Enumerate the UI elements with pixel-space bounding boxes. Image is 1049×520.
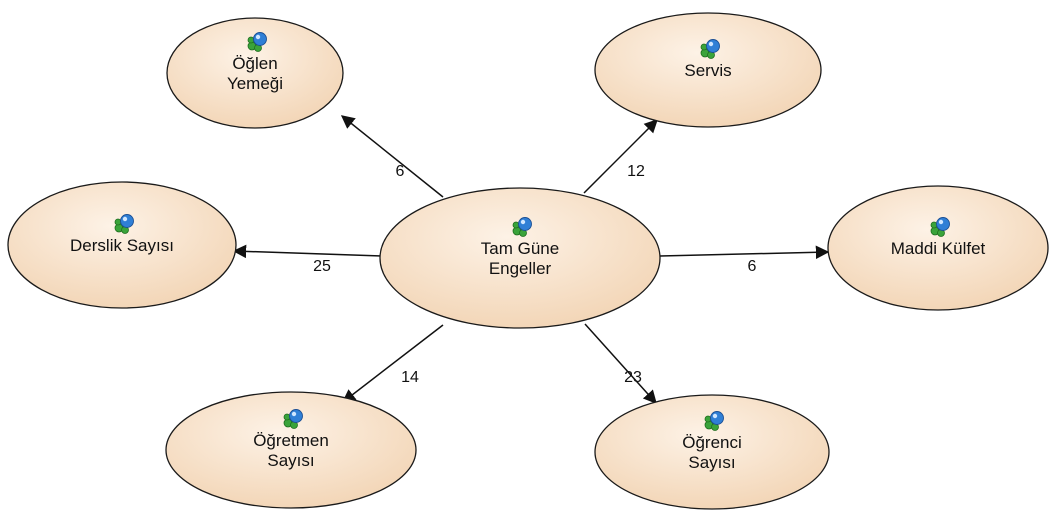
node-label: Servis xyxy=(684,61,731,80)
node-label: Öğretmen xyxy=(253,431,329,450)
node-label: Engeller xyxy=(489,259,552,278)
node-label: Derslik Sayısı xyxy=(70,236,174,255)
concept-icon xyxy=(283,409,303,429)
node-label: Sayısı xyxy=(688,453,735,472)
node-ellipse[interactable] xyxy=(379,187,661,329)
edge-arrow-maddi[interactable] xyxy=(659,245,830,260)
node-label: Öğrenci xyxy=(682,433,742,452)
edge-arrow-ogretmen[interactable] xyxy=(341,324,444,403)
edge-arrow-oglen[interactable] xyxy=(340,115,444,198)
concept-icon xyxy=(700,39,720,59)
concept-icon xyxy=(512,217,532,237)
node-maddi[interactable]: Maddi Külfet xyxy=(827,185,1049,311)
edge-weight-label: 12 xyxy=(627,163,645,180)
edge-weight-label: 14 xyxy=(401,369,419,386)
node-label: Yemeği xyxy=(227,74,283,93)
edge-ogrenci[interactable]: 23 xyxy=(584,323,657,405)
concept-icon xyxy=(114,214,134,234)
node-ellipse[interactable] xyxy=(166,17,344,129)
node-label: Tam Güne xyxy=(481,239,559,258)
node-ellipse[interactable] xyxy=(594,394,830,510)
concept-icon xyxy=(247,32,267,52)
node-servis[interactable]: Servis xyxy=(594,12,822,128)
node-ellipse[interactable] xyxy=(165,391,417,509)
edge-oglen[interactable]: 6 xyxy=(340,115,444,198)
edge-weight-label: 6 xyxy=(748,258,757,275)
node-label: Maddi Külfet xyxy=(891,239,986,258)
edge-arrow-ogrenci[interactable] xyxy=(584,323,657,405)
node-label: Sayısı xyxy=(267,451,314,470)
node-ellipse[interactable] xyxy=(594,12,822,128)
edge-weight-label: 23 xyxy=(624,369,642,386)
edges-layer: 6 12 25 6 14 23 xyxy=(232,115,830,405)
edge-arrow-servis[interactable] xyxy=(583,119,658,194)
edge-weight-label: 6 xyxy=(396,163,405,180)
edge-servis[interactable]: 12 xyxy=(583,119,658,194)
concept-icon xyxy=(704,411,724,431)
edge-maddi[interactable]: 6 xyxy=(659,245,830,275)
node-ellipse[interactable] xyxy=(7,181,237,309)
node-label: Öğlen xyxy=(232,54,277,73)
edge-arrow-derslik[interactable] xyxy=(232,244,383,259)
edge-ogretmen[interactable]: 14 xyxy=(341,324,444,403)
edge-weight-label: 25 xyxy=(313,258,331,275)
concept-icon xyxy=(930,217,950,237)
node-ellipse[interactable] xyxy=(827,185,1049,311)
edge-derslik[interactable]: 25 xyxy=(232,244,383,275)
node-derslik[interactable]: Derslik Sayısı xyxy=(7,181,237,309)
